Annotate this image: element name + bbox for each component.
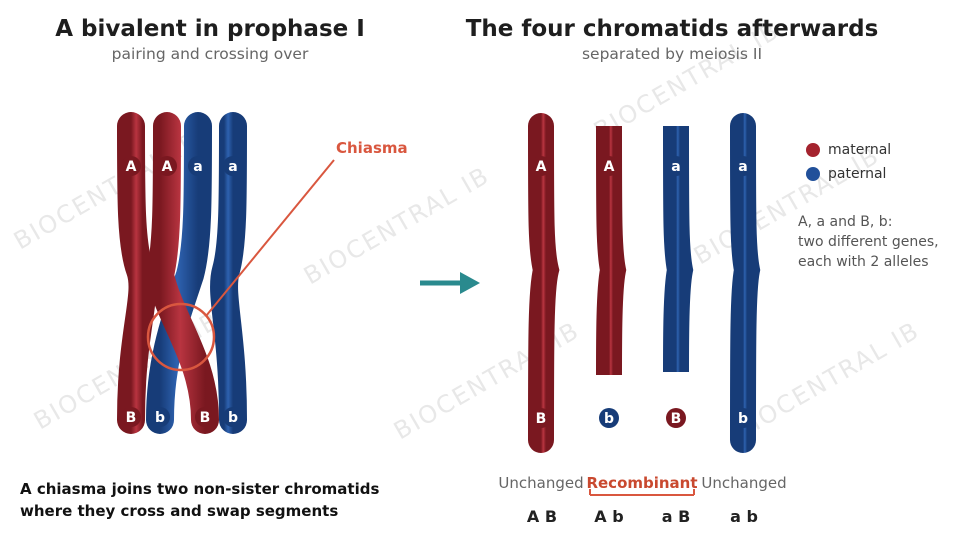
- arrow-icon: [420, 272, 480, 294]
- allele-label: B: [536, 411, 547, 427]
- status-recombinant: Recombinant: [586, 474, 698, 492]
- chromatids-after: [528, 113, 761, 453]
- legend-label: paternal: [828, 166, 887, 182]
- caption-line: A chiasma joins two non-sister chromatid…: [20, 480, 380, 498]
- chiasma-label: Chiasma: [336, 139, 408, 157]
- combo-label: A b: [594, 507, 624, 526]
- note-line: two different genes,: [798, 234, 939, 250]
- chromatid-3-top: [663, 125, 694, 373]
- chiasma-marker: [146, 159, 335, 372]
- chromatid-top-alleles: A A a a: [531, 156, 753, 176]
- combo-label: A B: [526, 507, 558, 526]
- right-subtitle: separated by meiosis II: [581, 45, 763, 63]
- paternal-chromatid-outer: [210, 112, 247, 434]
- left-subtitle: pairing and crossing over: [111, 45, 309, 63]
- chromatid-2-top: [596, 125, 627, 376]
- allele-label: a: [193, 159, 202, 175]
- note-line: A, a and B, b:: [798, 214, 893, 230]
- bivalent: [117, 112, 247, 434]
- allele-label: A: [604, 159, 615, 175]
- note-line: each with 2 alleles: [798, 254, 929, 270]
- allele-label: a: [671, 159, 680, 175]
- left-title: A bivalent in prophase I: [55, 16, 365, 42]
- combo-label: a B: [661, 507, 691, 526]
- allele-label: b: [604, 411, 614, 427]
- paternal-dot-icon: [806, 167, 820, 181]
- allele-label: a: [738, 159, 747, 175]
- legend: maternal paternal: [806, 142, 891, 182]
- right-title: The four chromatids afterwards: [465, 16, 879, 42]
- legend-label: maternal: [828, 142, 892, 158]
- watermark-text: BIOCENTRAL IB: [729, 316, 925, 445]
- recombinant-bracket: [589, 489, 695, 496]
- left-caption: A chiasma joins two non-sister chromatid…: [20, 478, 379, 522]
- status-unchanged-right: Unchanged: [701, 474, 787, 492]
- gene-note: A, a and B, b: two different genes, each…: [798, 212, 939, 272]
- allele-label: b: [228, 410, 238, 426]
- maternal-dot-icon: [806, 143, 820, 157]
- allele-label: A: [126, 159, 137, 175]
- chromatid-1: [528, 113, 560, 453]
- bivalent-top-alleles: A A a a: [121, 156, 243, 176]
- combo-label: a b: [730, 507, 758, 526]
- allele-label: A: [162, 159, 173, 175]
- allele-label: B: [126, 410, 137, 426]
- legend-item-maternal: maternal: [806, 142, 891, 158]
- maternal-chromatid-crossing: [145, 112, 219, 434]
- paternal-chromatid-crossing: [146, 112, 212, 434]
- bivalent-bottom-alleles: B b B b: [121, 407, 243, 427]
- caption-line: where they cross and swap segments: [20, 502, 339, 520]
- chromatid-4: [730, 113, 761, 453]
- watermark-text: BIOCENTRAL IB: [389, 316, 585, 445]
- chiasma-circle: [146, 302, 216, 372]
- legend-item-paternal: paternal: [806, 166, 891, 182]
- chromatid-bottom-alleles: B b B b: [531, 408, 753, 428]
- maternal-chromatid-outer: [117, 112, 157, 434]
- allele-label: b: [155, 410, 165, 426]
- status-unchanged-left: Unchanged: [498, 474, 584, 492]
- allele-label: A: [536, 159, 547, 175]
- watermark-text: BIOCENTRAL IB: [299, 161, 495, 290]
- allele-label: a: [228, 159, 237, 175]
- allele-label: B: [671, 411, 682, 427]
- allele-label: b: [738, 411, 748, 427]
- chiasma-pointer: [205, 159, 335, 317]
- allele-label: B: [200, 410, 211, 426]
